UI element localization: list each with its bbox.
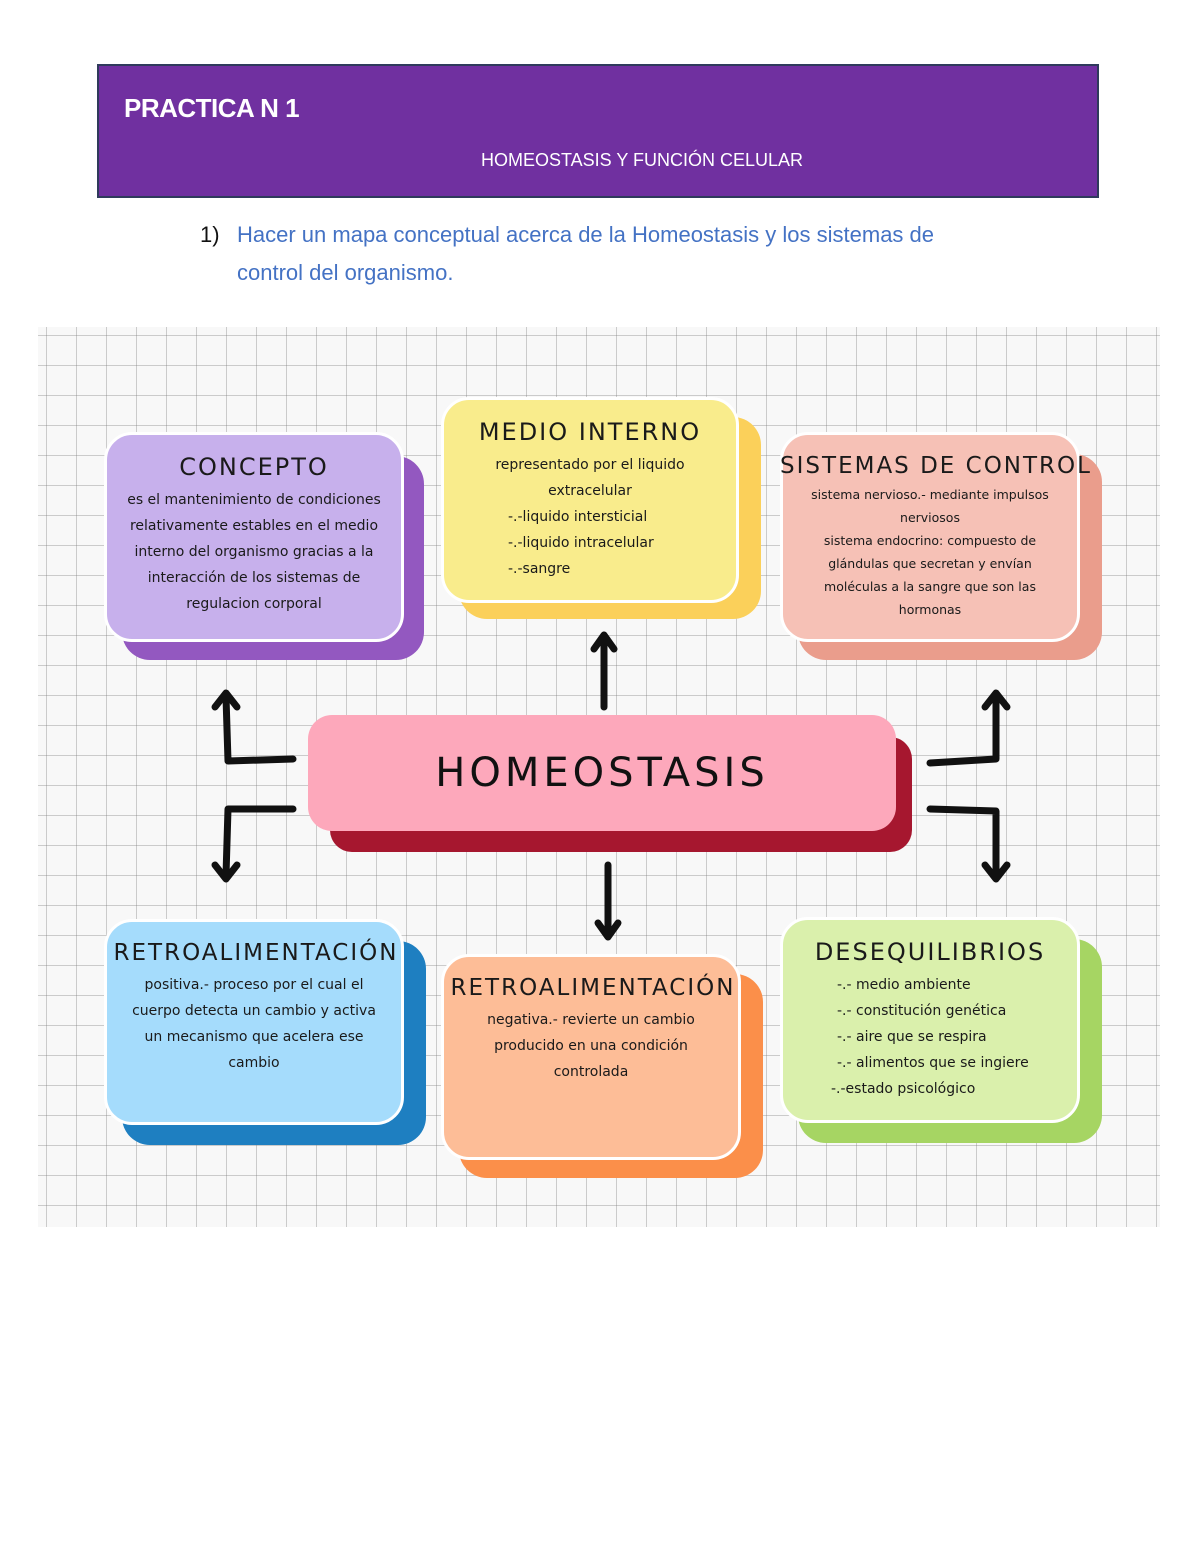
card-body: -.- medio ambiente -.- constitución gené… bbox=[783, 972, 1077, 1102]
card-box: RETROALIMENTACIÓN negativa.- revierte un… bbox=[441, 954, 741, 1160]
card-box: DESEQUILIBRIOS -.- medio ambiente -.- co… bbox=[780, 917, 1080, 1123]
card-line: regulacion corporal bbox=[186, 596, 322, 612]
header-banner: PRACTICA N 1 HOMEOSTASIS Y FUNCIÓN CELUL… bbox=[97, 64, 1099, 198]
card-body: negativa.- revierte un cambio producido … bbox=[444, 1007, 738, 1085]
card-line: -.- aire que se respira bbox=[837, 1029, 987, 1045]
card-body: positiva.- proceso por el cual el cuerpo… bbox=[107, 972, 401, 1076]
center-node-label: HOMEOSTASIS bbox=[435, 750, 769, 796]
card-line: -.- medio ambiente bbox=[837, 977, 971, 993]
arrow-elbow-down-left-icon bbox=[211, 805, 297, 883]
card-sistemas-de-control: SISTEMAS DE CONTROL sistema nervioso.- m… bbox=[780, 432, 1102, 660]
card-title: MEDIO INTERNO bbox=[478, 418, 702, 446]
card-box: RETROALIMENTACIÓN positiva.- proceso por… bbox=[104, 919, 404, 1125]
card-line: -.-estado psicológico bbox=[831, 1081, 976, 1097]
task-text-line-1: Hacer un mapa conceptual acerca de la Ho… bbox=[237, 222, 935, 247]
card-line: cambio bbox=[228, 1055, 280, 1071]
concept-map: HOMEOSTASIS CONCEPTO es el mantenimiento… bbox=[38, 327, 1160, 1227]
task-instruction: 1) Hacer un mapa conceptual acerca de la… bbox=[200, 216, 1060, 292]
card-retroalimentacion-negativa: RETROALIMENTACIÓN negativa.- revierte un… bbox=[441, 954, 763, 1178]
card-line: relativamente estables en el medio bbox=[129, 518, 379, 534]
task-text-line-2: control del organismo. bbox=[237, 260, 454, 285]
card-line: negativa.- revierte un cambio bbox=[487, 1012, 695, 1028]
arrow-elbow-down-right-icon bbox=[926, 805, 1011, 883]
page-title: PRACTICA N 1 bbox=[124, 93, 300, 123]
card-box: SISTEMAS DE CONTROL sistema nervioso.- m… bbox=[780, 432, 1090, 642]
card-box: CONCEPTO es el mantenimiento de condicio… bbox=[104, 432, 404, 642]
card-medio-interno: MEDIO INTERNO representado por el liquid… bbox=[441, 397, 761, 619]
card-line: nerviosos bbox=[900, 510, 960, 525]
card-line: -.-liquido intersticial bbox=[508, 509, 648, 525]
arrow-elbow-up-left-icon bbox=[211, 689, 297, 765]
card-line: interno del organismo gracias a la bbox=[134, 544, 374, 560]
center-node-homeostasis: HOMEOSTASIS bbox=[308, 715, 913, 855]
card-body: sistema nervioso.- mediante impulsos ner… bbox=[783, 483, 1077, 621]
connector-arrows bbox=[211, 631, 1011, 941]
card-line: -.- constitución genética bbox=[837, 1003, 1007, 1019]
card-line: glándulas que secretan y envían bbox=[828, 556, 1032, 571]
card-title: SISTEMAS DE CONTROL bbox=[780, 453, 1092, 479]
arrow-elbow-up-right-icon bbox=[926, 689, 1011, 767]
card-title: RETROALIMENTACIÓN bbox=[450, 975, 736, 1001]
card-title: DESEQUILIBRIOS bbox=[814, 938, 1046, 966]
card-line: -.-liquido intracelular bbox=[508, 535, 654, 551]
arrow-up-icon bbox=[590, 631, 618, 711]
card-line: interacción de los sistemas de bbox=[147, 570, 361, 586]
task-number: 1) bbox=[200, 222, 220, 247]
card-line: producido en una condición bbox=[494, 1038, 688, 1054]
card-line: representado por el liquido bbox=[495, 457, 685, 473]
card-line: controlada bbox=[553, 1064, 629, 1080]
card-line: un mecanismo que acelera ese bbox=[144, 1029, 364, 1045]
card-concepto: CONCEPTO es el mantenimiento de condicio… bbox=[104, 432, 424, 660]
card-title: RETROALIMENTACIÓN bbox=[113, 940, 399, 966]
card-retroalimentacion-positiva: RETROALIMENTACIÓN positiva.- proceso por… bbox=[104, 919, 426, 1145]
card-body: es el mantenimiento de condiciones relat… bbox=[107, 487, 401, 617]
card-body: representado por el liquido extracelular… bbox=[444, 452, 736, 582]
card-line: es el mantenimiento de condiciones bbox=[127, 492, 381, 508]
card-line: hormonas bbox=[898, 602, 962, 617]
card-line: extracelular bbox=[548, 483, 632, 499]
card-line: sistema nervioso.- mediante impulsos bbox=[811, 487, 1049, 502]
card-line: sistema endocrino: compuesto de bbox=[823, 533, 1037, 548]
card-line: -.-sangre bbox=[508, 561, 571, 577]
center-node-box: HOMEOSTASIS bbox=[308, 715, 896, 831]
card-title: CONCEPTO bbox=[179, 453, 329, 481]
arrow-down-icon bbox=[594, 861, 622, 941]
card-desequilibrios: DESEQUILIBRIOS -.- medio ambiente -.- co… bbox=[780, 917, 1102, 1143]
card-line: positiva.- proceso por el cual el bbox=[144, 977, 364, 993]
page-subtitle: HOMEOSTASIS Y FUNCIÓN CELULAR bbox=[480, 150, 804, 170]
card-line: cuerpo detecta un cambio y activa bbox=[132, 1003, 376, 1019]
card-line: -.- alimentos que se ingiere bbox=[837, 1055, 1029, 1071]
card-line: moléculas a la sangre que son las bbox=[824, 579, 1036, 594]
card-box: MEDIO INTERNO representado por el liquid… bbox=[441, 397, 739, 603]
